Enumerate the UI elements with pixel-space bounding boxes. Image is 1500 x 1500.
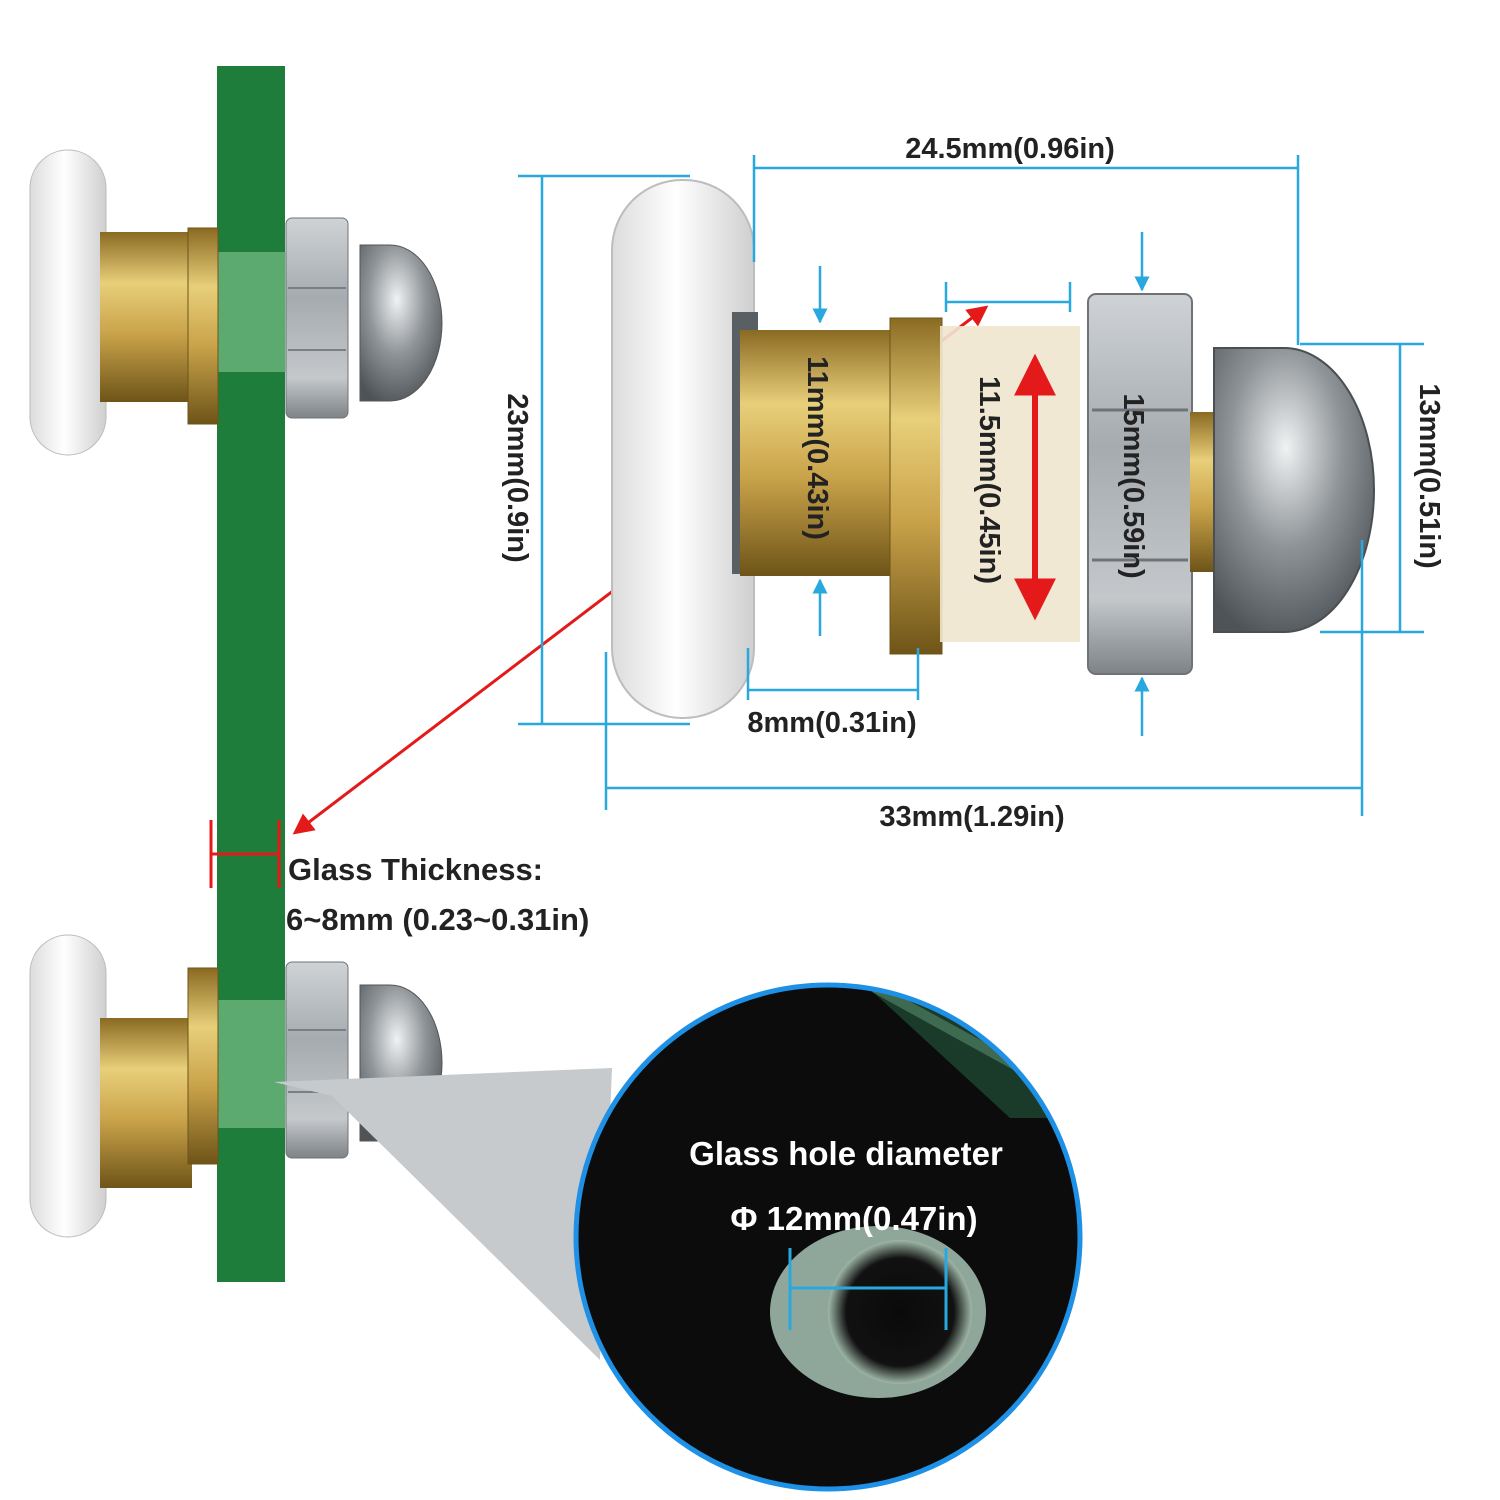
- glass-thickness-value: 6~8mm (0.23~0.31in): [286, 902, 589, 937]
- nylon-spacer-icon: [940, 326, 1080, 642]
- nylon-bushing-icon: [216, 252, 286, 372]
- dim-nut-size: 15mm(0.59in): [1117, 393, 1149, 578]
- dimension-lines: [518, 155, 1424, 816]
- hex-nut-icon: [285, 217, 349, 419]
- glass-thickness-marker: [209, 820, 281, 888]
- hex-nut-icon: [285, 961, 349, 1159]
- dim-cap-nut-height: 13mm(0.51in): [1413, 383, 1445, 568]
- dim-wheel-height: 23mm(0.9in): [501, 393, 533, 562]
- brass-sleeve-icon: [100, 232, 192, 402]
- dim-sleeve-diameter: 11mm(0.43in): [801, 356, 833, 540]
- brass-sleeve-icon: [100, 1018, 192, 1188]
- zoom-callout-wedge: [274, 1068, 612, 1360]
- bottom-roller-assembly: [29, 934, 443, 1238]
- dim-sleeve-length: 8mm(0.31in): [747, 707, 916, 739]
- dim-spacer-diameter: 11.5mm(0.45in): [973, 376, 1005, 584]
- brass-sleeve-icon: [740, 330, 900, 576]
- cap-nut-icon: [359, 244, 443, 402]
- cap-nut-icon: [1213, 347, 1375, 633]
- glass-hole-label: Glass hole diameter: [689, 1135, 1003, 1172]
- dim-total-length: 33mm(1.29in): [879, 801, 1064, 833]
- glass-hole-value: Φ 12mm(0.47in): [730, 1200, 977, 1237]
- roller-wheel-icon: [29, 149, 107, 456]
- roller-wheel-icon: [29, 934, 107, 1238]
- glass-thickness-label: Glass Thickness:: [288, 852, 543, 887]
- detail-roller: [611, 179, 1375, 719]
- dim-top-width: 24.5mm(0.96in): [905, 133, 1115, 165]
